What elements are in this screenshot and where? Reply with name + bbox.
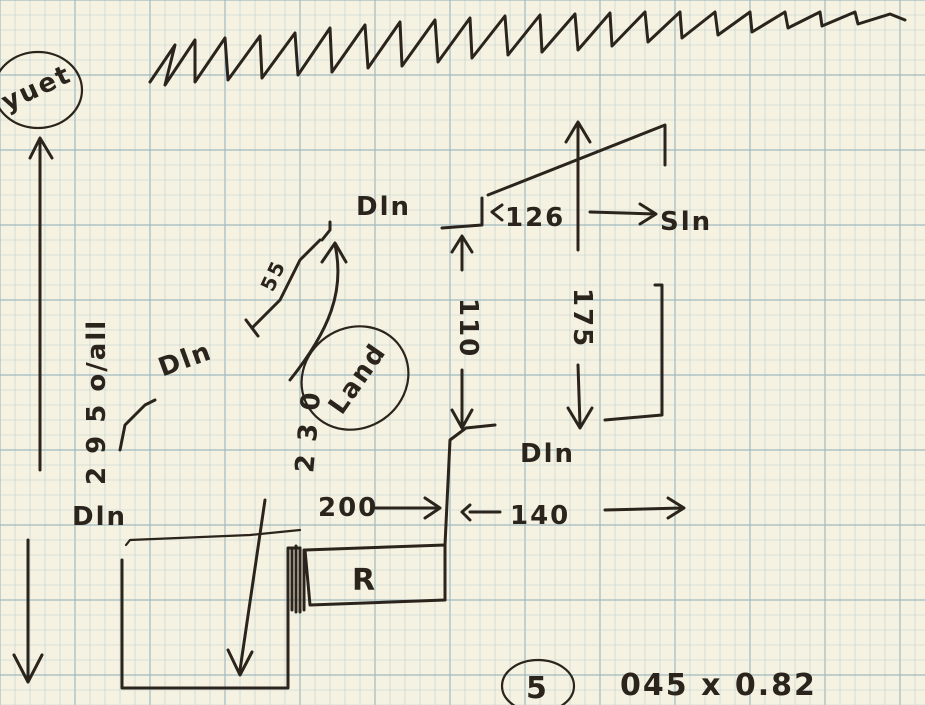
dim-55-line <box>250 238 322 330</box>
note-size: 045 x 0.82 <box>620 668 817 703</box>
curved-up-arrow-head <box>320 241 348 264</box>
left-dim-arrow-head-bottom <box>12 653 44 684</box>
dim-200-arrow <box>373 496 442 520</box>
landing-label: Land <box>323 338 393 420</box>
room-label: R <box>352 563 377 598</box>
stair-step-line <box>443 423 497 547</box>
corner-tag-text: yuet <box>0 59 76 117</box>
top-bracket-left <box>440 196 484 230</box>
dn-left-mid: Dln <box>154 336 216 383</box>
dim-140-arrow <box>460 496 686 522</box>
sn-top: Sln <box>660 207 712 237</box>
dim-175-label: 175 <box>567 288 597 348</box>
zigzag-scribble <box>148 10 907 87</box>
room-box <box>303 543 447 607</box>
curved-up-arrow <box>288 243 340 382</box>
wall-hatching <box>290 544 306 614</box>
dn-top: Dln <box>356 192 411 222</box>
dim-175-arrow <box>564 120 594 430</box>
note-number-circle <box>500 658 576 705</box>
right-bracket <box>603 283 664 422</box>
corner-tag-ellipse <box>0 50 84 130</box>
note-number: 5 <box>526 671 549 705</box>
center-dim-arrow-head <box>226 648 254 677</box>
dim-200-label: 200 <box>318 493 378 523</box>
dn-right: Dln <box>520 439 575 469</box>
dim-140-label: 140 <box>510 501 570 531</box>
dim-126-label: 126 <box>505 203 565 233</box>
dim-110-arrow <box>450 234 474 430</box>
dim-55-tick <box>244 318 260 338</box>
floor-top-edge <box>124 528 302 547</box>
center-dimension-label: 2 3 0 <box>290 389 327 474</box>
top-slope-line <box>486 123 667 197</box>
dim-126-arrow-left <box>490 203 504 222</box>
top-left-bracket <box>320 220 332 242</box>
dn-left-low: Dln <box>72 502 127 532</box>
floor-outline <box>120 546 302 690</box>
center-dim-arrow <box>238 498 267 672</box>
dn-left-mid-tick <box>118 398 157 452</box>
left-dim-arrow-head-top <box>28 136 54 160</box>
dim-110-label: 110 <box>453 298 483 358</box>
dim-126-arrow-right <box>588 202 658 226</box>
landing-ellipse <box>300 325 410 431</box>
left-dimension-label: 2 9 5 o/all <box>82 319 112 485</box>
